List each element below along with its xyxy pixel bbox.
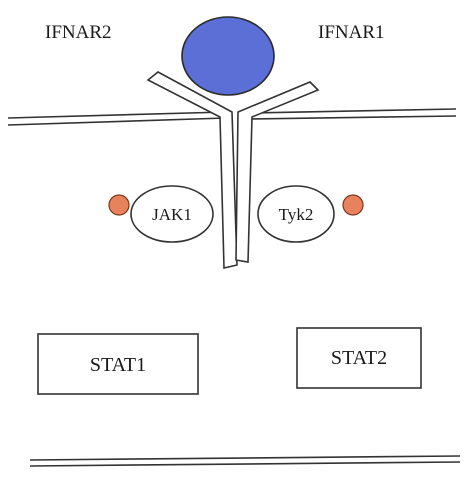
plasma-membrane <box>7 108 457 126</box>
tyk2-label: Tyk2 <box>279 205 314 224</box>
jak1-kinase: JAK1 <box>130 185 214 243</box>
nuclear-membrane <box>29 455 461 467</box>
jak1-label: JAK1 <box>152 205 192 224</box>
jak1-phosphate <box>108 194 130 216</box>
receptor-complex <box>146 71 320 269</box>
tyk2-kinase: Tyk2 <box>257 185 335 243</box>
ifnar2-label: IFNAR2 <box>45 22 112 43</box>
stat2-box: STAT2 <box>296 327 422 389</box>
tyk2-phosphate <box>342 194 364 216</box>
stat2-label: STAT2 <box>331 347 387 369</box>
ifnar1-label: IFNAR1 <box>318 22 385 43</box>
ligand-circle <box>181 16 275 96</box>
stat1-box: STAT1 <box>37 333 199 395</box>
stat1-label: STAT1 <box>90 354 146 376</box>
receptor-left-chain <box>146 71 238 269</box>
receptor-right-chain <box>235 81 320 263</box>
